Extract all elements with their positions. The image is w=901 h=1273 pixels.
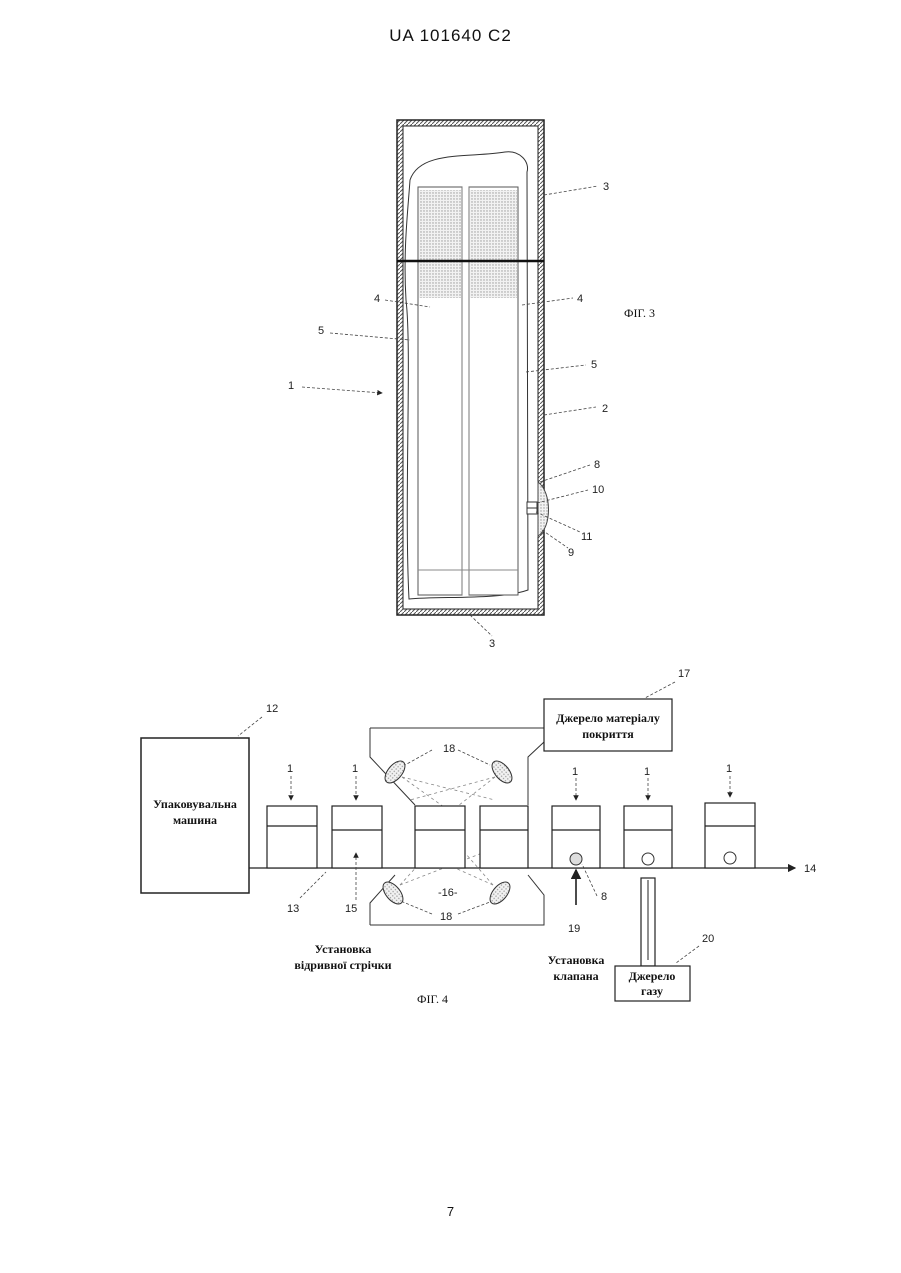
product-top-left — [419, 190, 461, 298]
figure-3: 3 4 4 5 5 1 2 8 10 11 9 3 ФІГ. 3 — [288, 120, 655, 650]
package-4 — [480, 806, 528, 868]
valve-station-line1: Установка — [548, 953, 605, 967]
label-12: 12 — [266, 703, 278, 715]
coating-source-line2: покриття — [582, 727, 634, 741]
label-1-c: 1 — [572, 766, 578, 778]
fig3-label-3-top: 3 — [603, 181, 609, 193]
valve-station-line2: клапана — [553, 969, 598, 983]
fig3-label-4-right: 4 — [577, 293, 583, 305]
label-1-b: 1 — [352, 763, 358, 775]
label-18-top: 18 — [443, 743, 455, 755]
package-1 — [267, 806, 317, 868]
spray-head-bottom-right — [486, 879, 513, 908]
label-18-bottom: 18 — [440, 911, 452, 923]
label-8: 8 — [601, 891, 607, 903]
gas-source-line1: Джерело — [629, 969, 676, 983]
figure-4: Упаковувальна машина 12 14 Джерело матер… — [141, 668, 816, 1006]
page-number: 7 — [0, 1204, 901, 1219]
spray-head-bottom-left — [379, 879, 406, 908]
tear-strip-station-line1: Установка — [315, 942, 372, 956]
fig3-label-1: 1 — [288, 380, 294, 392]
label-1-d: 1 — [644, 766, 650, 778]
package-5 — [552, 806, 600, 868]
label-1-e: 1 — [726, 763, 732, 775]
tear-strip-station-line2: відривної стрічки — [294, 958, 391, 972]
spray-head-top-left — [381, 758, 408, 787]
label-15: 15 — [345, 903, 357, 915]
fig3-label-8: 8 — [594, 459, 600, 471]
valve-marker — [642, 853, 654, 865]
package-7 — [705, 803, 755, 868]
product-top-right — [470, 190, 517, 298]
fig3-label-9: 9 — [568, 547, 574, 559]
valve-marker — [570, 853, 582, 865]
label-13: 13 — [287, 903, 299, 915]
gas-source-line2: газу — [641, 984, 663, 998]
fig3-label-5-left: 5 — [318, 325, 324, 337]
label-16: -16- — [438, 887, 458, 899]
fig3-label-3-bottom: 3 — [489, 638, 495, 650]
packaging-machine-line1: Упаковувальна — [153, 797, 237, 811]
label-14: 14 — [804, 863, 816, 875]
fig3-label-11: 11 — [581, 531, 592, 543]
fig3-label-10: 10 — [592, 484, 604, 496]
package-3 — [415, 806, 465, 868]
fig4-caption: ФІГ. 4 — [417, 992, 448, 1006]
package-6 — [624, 806, 672, 868]
coating-source-line1: Джерело матеріалу — [556, 711, 660, 725]
fig3-label-4-left: 4 — [374, 293, 380, 305]
spray-head-top-right — [488, 758, 515, 787]
package-2 — [332, 806, 382, 868]
coating-source-box — [544, 699, 672, 751]
fig3-label-2: 2 — [602, 403, 608, 415]
packaging-machine-line2: машина — [173, 813, 217, 827]
valve-marker — [724, 852, 736, 864]
fig3-label-5-right: 5 — [591, 359, 597, 371]
valve-body — [538, 482, 549, 536]
label-17: 17 — [678, 668, 690, 680]
fig3-caption: ФІГ. 3 — [624, 306, 655, 320]
label-20: 20 — [702, 933, 714, 945]
label-19: 19 — [568, 923, 580, 935]
label-1-a: 1 — [287, 763, 293, 775]
